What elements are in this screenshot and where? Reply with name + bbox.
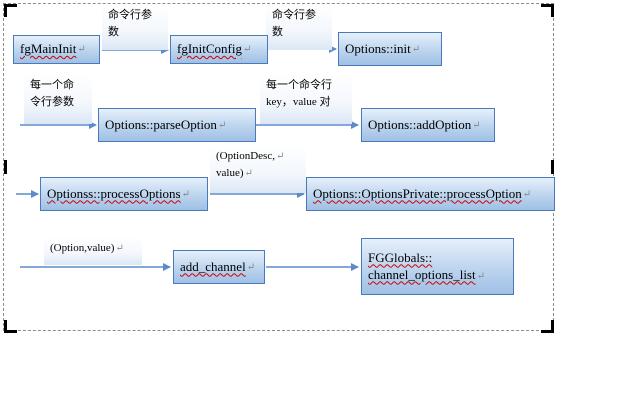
edge-label-text: 每一个命 (30, 79, 74, 91)
node-label: Options::addOption (368, 116, 472, 132)
node-label: Options::parseOption (105, 116, 217, 132)
paragraph-mark: ↵ (522, 188, 532, 200)
crop-mark-bottom-left (4, 320, 17, 333)
node-label: Options::OptionsPrivate::processOption (313, 185, 522, 201)
node-add-channel: add_channel↵ (173, 250, 265, 284)
node-label: fgInitConfig (177, 41, 242, 57)
crop-mark-top-right (541, 4, 554, 17)
paragraph-mark: ↵ (246, 261, 256, 273)
edge-label-each-key-value-pair: 每一个命令行 key，value 对 (260, 74, 352, 124)
edge-label-command-line-args-1: 命令行参 数 (102, 4, 168, 50)
paragraph-mark: ↵ (472, 119, 481, 131)
node-fginitconfig: fgInitConfig↵ (170, 35, 268, 64)
node-label-line-1: FGGlobals:: (368, 249, 433, 265)
node-label: Optionss::processOptions (47, 185, 181, 201)
edge-label-text: 命令行参 (108, 9, 152, 21)
edge-label-each-argument: 每一个命 令行参数 (24, 74, 92, 124)
paragraph-mark: ↵ (77, 44, 86, 55)
edge-label-text: (OptionDesc,↵ (216, 150, 285, 162)
crop-mark-middle-left (4, 160, 7, 174)
node-label: Options::init (345, 40, 411, 56)
node-addoption: Options::addOption↵ (361, 108, 495, 142)
node-fgglobals-channel-options-list: FGGlobals:: channel_options_list↵ (361, 238, 514, 295)
edge-label-text: 命令行参 (272, 9, 316, 21)
node-label: fgMainInit (20, 41, 77, 57)
node-options-init: Options::init↵ (338, 32, 442, 66)
paragraph-mark: ↵ (217, 119, 227, 131)
node-options-private-processoption: Options::OptionsPrivate::processOption↵ (306, 177, 555, 211)
edge-label-text: 令行参数 (30, 96, 74, 109)
node-processoptions: Optionss::processOptions↵ (40, 177, 208, 211)
crop-mark-top-left (4, 4, 17, 17)
edge-label-optiondesc-value: (OptionDesc,↵ value)↵ (210, 145, 306, 193)
edge-label-text: 每一个命令行 (266, 79, 332, 91)
crop-mark-middle-right (551, 160, 554, 174)
edge-label-command-line-args-2: 命令行参 数 (266, 4, 332, 50)
edge-label-text: 数 (272, 26, 283, 39)
crop-mark-bottom-right (541, 320, 554, 333)
node-parseoption: Options::parseOption↵ (98, 108, 256, 142)
paragraph-mark: ↵ (411, 43, 421, 55)
node-label: add_channel (180, 258, 246, 274)
edge-label-text: value)↵ (216, 167, 253, 180)
edge-label-text: (Option,value)↵ (50, 242, 124, 254)
edge-label-option-value: (Option,value)↵ (44, 237, 142, 265)
node-label-line-2: channel_options_list↵ (368, 266, 485, 282)
edge-label-text: 数 (108, 26, 119, 39)
paragraph-mark: ↵ (243, 44, 252, 55)
edge-label-text: key，value 对 (266, 96, 331, 109)
paragraph-mark: ↵ (181, 188, 191, 200)
node-fgmaininit: fgMainInit↵ (13, 35, 100, 64)
